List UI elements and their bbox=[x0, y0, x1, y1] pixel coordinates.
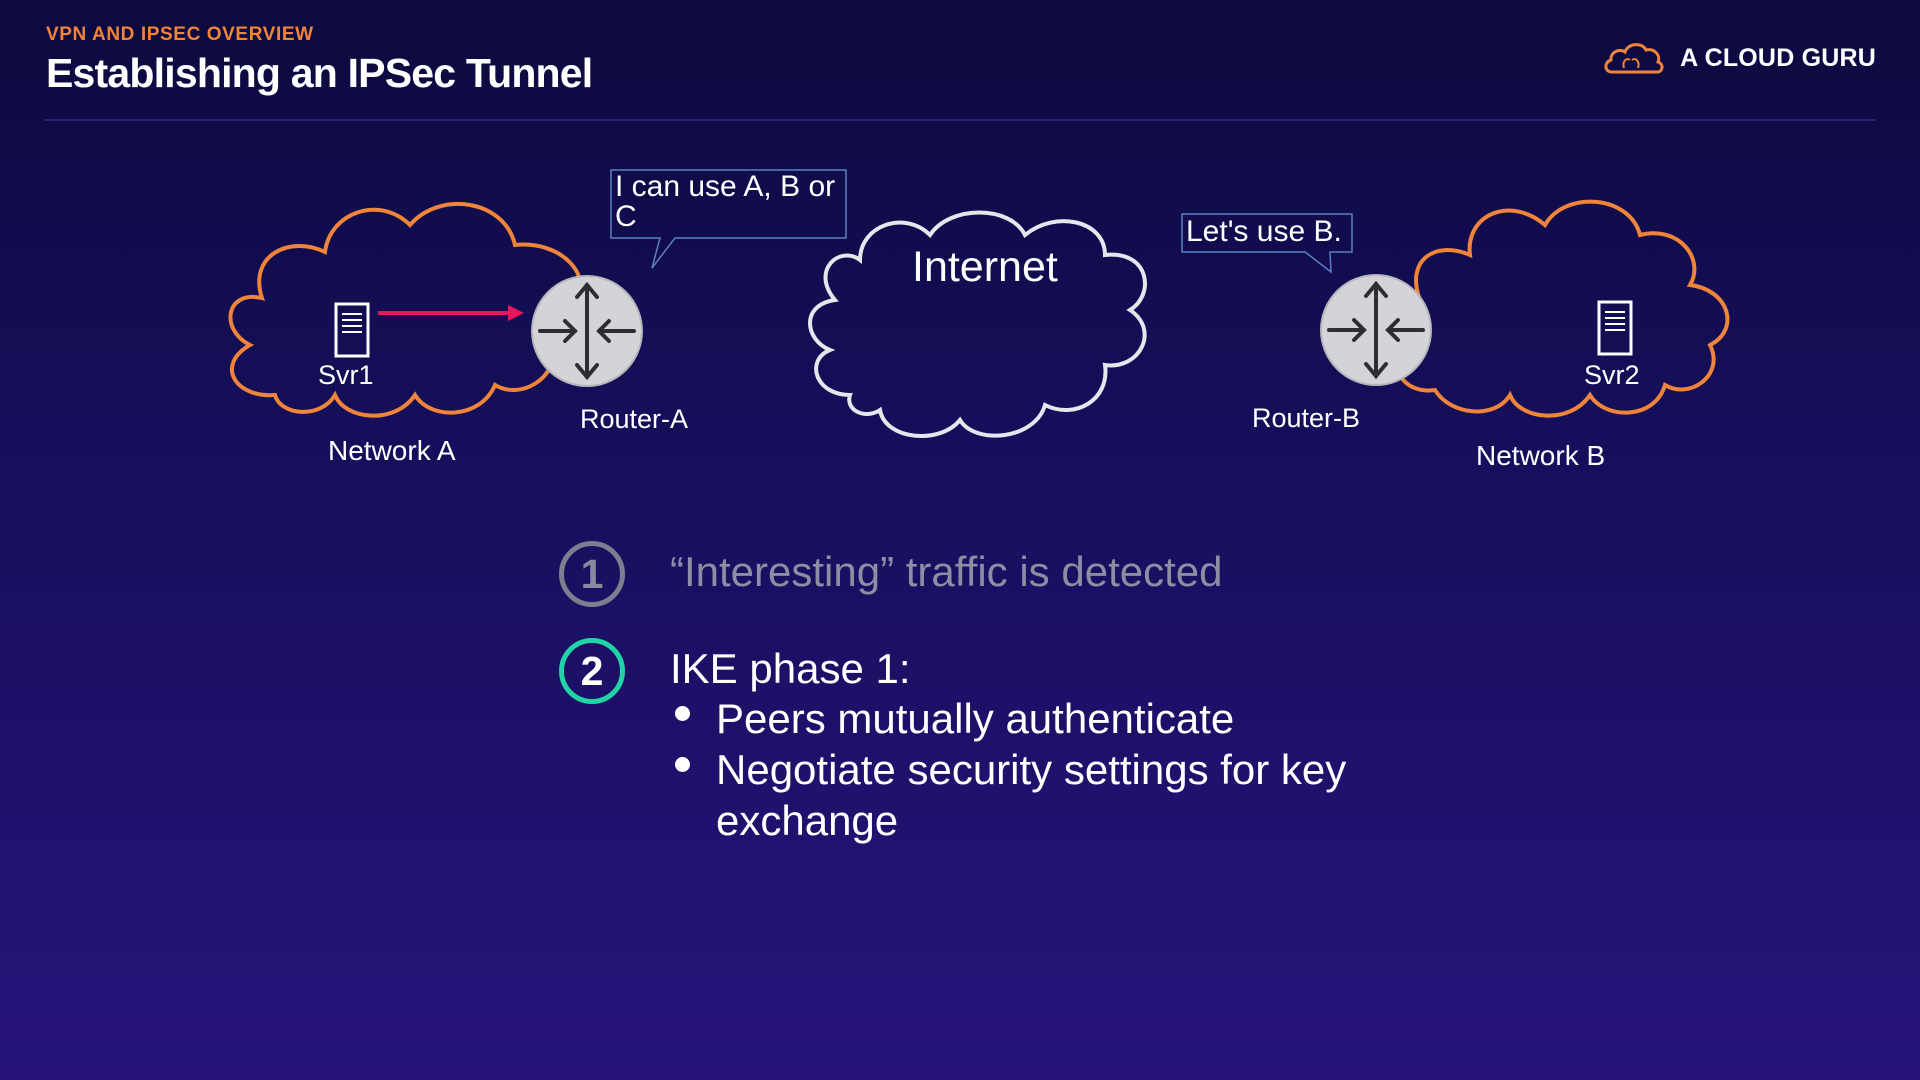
step-text: IKE phase 1: bbox=[670, 645, 911, 692]
network-a-cloud bbox=[228, 202, 583, 418]
step-number: 2 bbox=[559, 638, 625, 704]
bullet-item: Negotiate security settings for key bbox=[716, 746, 1347, 793]
server-label: Svr1 bbox=[318, 360, 374, 390]
callout-box bbox=[610, 169, 847, 269]
brand-logo: A CLOUD GURU bbox=[1602, 38, 1876, 78]
internet-cloud bbox=[808, 210, 1147, 438]
traffic-arrow bbox=[378, 305, 524, 321]
router-icon bbox=[531, 275, 643, 387]
bullet-item: exchange bbox=[716, 797, 899, 844]
network-label: Network B bbox=[1476, 440, 1606, 471]
server-icon bbox=[1597, 300, 1633, 356]
callout-box bbox=[1181, 213, 1353, 274]
slide-subtitle: VPN AND IPSEC OVERVIEW bbox=[46, 24, 314, 45]
router-label: Router-A bbox=[580, 404, 689, 434]
internet-label: Internet bbox=[912, 243, 1058, 291]
step-text: “Interesting” traffic is detected bbox=[670, 548, 1223, 595]
network-b-cloud bbox=[1393, 199, 1730, 418]
slide-title: Establishing an IPSec Tunnel bbox=[46, 50, 593, 96]
network-label: Network A bbox=[328, 435, 456, 466]
bullet-dot bbox=[675, 757, 690, 772]
server-icon bbox=[334, 302, 370, 358]
callout-text: Let's use B. bbox=[1186, 215, 1342, 248]
router-label: Router-B bbox=[1252, 403, 1361, 433]
server-label: Svr2 bbox=[1584, 360, 1640, 390]
callout-text: I can use A, B or C bbox=[615, 170, 836, 233]
header-divider bbox=[44, 119, 1876, 121]
step-number: 1 bbox=[559, 541, 625, 607]
router-icon bbox=[1320, 274, 1432, 386]
bullet-item: Peers mutually authenticate bbox=[716, 695, 1235, 742]
bullet-dot bbox=[675, 706, 690, 721]
cloud-logo-icon bbox=[1604, 43, 1664, 74]
brand-name: A CLOUD GURU bbox=[1680, 43, 1876, 72]
